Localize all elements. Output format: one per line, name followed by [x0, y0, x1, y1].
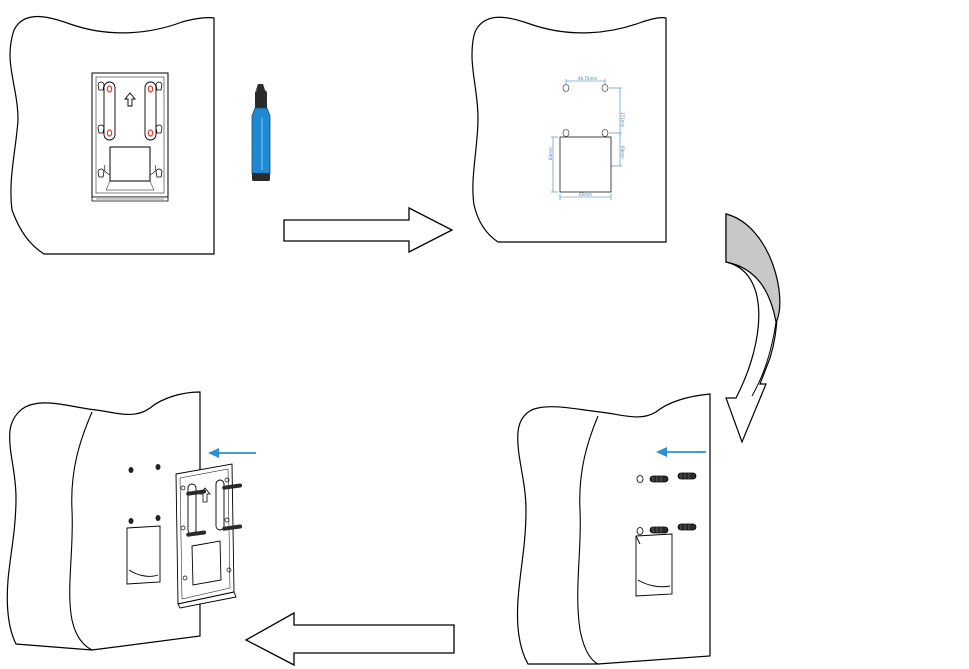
insert-arrow-icon — [208, 448, 256, 458]
marker-icon — [252, 84, 270, 181]
wall-section-4 — [7, 392, 200, 650]
dimension-label: 171mm — [620, 112, 625, 128]
wall-cutout — [127, 526, 160, 584]
curved-arrow-icon — [726, 214, 780, 442]
panel-attach-bracket — [7, 392, 256, 650]
dimension-label: 46.75mm — [578, 76, 597, 81]
mounting-bracket — [92, 73, 168, 201]
dimension-label: 69mm — [620, 146, 625, 159]
dimension-label: 84mm — [548, 147, 553, 160]
wall-cutout — [636, 534, 672, 596]
panel-insert-anchors — [517, 394, 710, 664]
arrow-right-icon — [284, 208, 452, 252]
mounting-bracket-perspective — [176, 464, 242, 608]
panel-mark-holes — [10, 17, 270, 255]
dimension-label: 65mm — [579, 192, 592, 197]
panel-drilled-template: 46.75mm 171mm 69mm 84mm 65mm — [472, 17, 666, 242]
arrow-left-icon — [246, 613, 454, 665]
wall-section-2 — [472, 17, 666, 242]
